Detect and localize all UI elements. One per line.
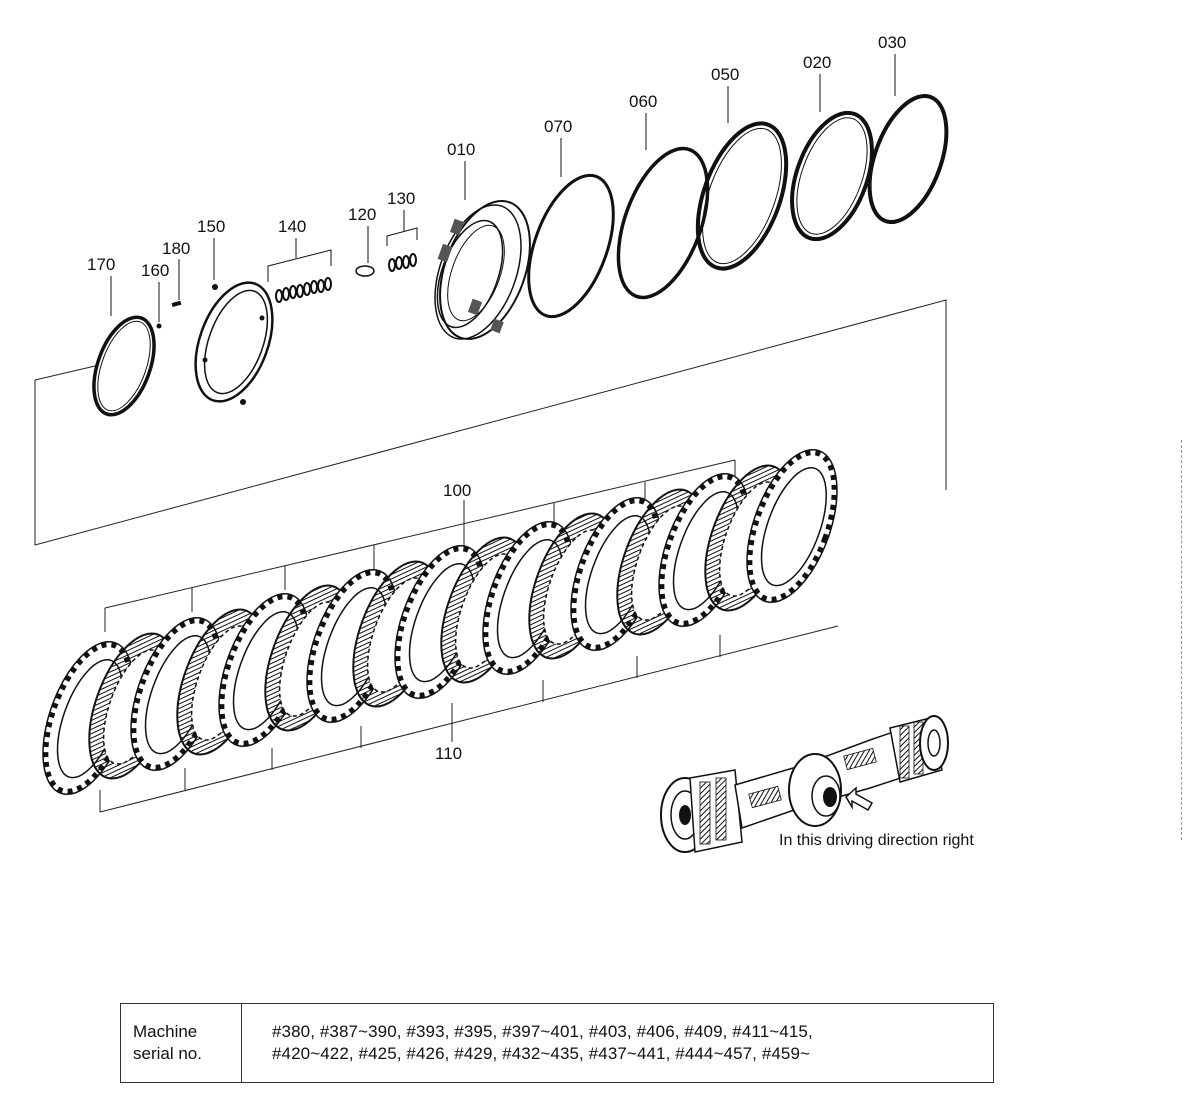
steel-plate [746,448,838,604]
serial-values-line1: #380, #387~390, #393, #395, #397~401, #4… [272,1022,813,1041]
inset-caption: In this driving direction right [779,832,974,849]
upper-leader-lines [110,54,896,322]
retaining-ring-120 [355,265,375,277]
callout-150: 150 [197,217,225,236]
pin-180 [171,300,182,307]
exploded-view-diagram: 030 020 050 060 070 010 130 120 140 150 … [34,33,974,853]
springs-130 [388,253,417,272]
springs-140 [275,277,332,303]
serial-values-line2: #420~422, #425, #426, #429, #432~435, #4… [272,1044,811,1063]
frame-link-170 [34,365,96,381]
axle-right-hub [889,715,949,783]
callout-060: 060 [629,92,657,111]
o-ring-070 [527,173,615,319]
serial-header-line1: Machine [133,1022,198,1041]
serial-header-line2: serial no. [133,1044,202,1063]
upper-assembly-frame [34,299,947,546]
axle-left-hub [660,769,743,853]
snap-ring-170 [92,315,156,417]
serial-table-values: #380, #387~390, #393, #395, #397~401, #4… [242,1004,993,1082]
callout-010: 010 [447,140,475,159]
page-edge-divider [1181,440,1182,840]
o-ring-020 [790,110,874,242]
piston-010 [434,199,531,341]
o-ring-050 [695,121,789,271]
callout-030: 030 [878,33,906,52]
callout-140: 140 [278,217,306,236]
plate-pack-bracket-110 [99,625,839,813]
callout-160: 160 [141,261,169,280]
ball-160 [156,323,162,329]
callout-110: 110 [435,744,462,763]
spring-plate-150 [194,281,274,405]
o-ring-030 [867,93,949,225]
serial-number-table: Machine serial no. #380, #387~390, #393,… [120,1003,994,1083]
callout-050: 050 [711,65,739,84]
callout-020: 020 [803,53,831,72]
callout-170: 170 [87,255,115,274]
plate-pack-bracket-100 [104,459,736,632]
serial-table-header: Machine serial no. [121,1004,242,1082]
o-ring-060 [616,146,710,300]
callout-100: 100 [443,481,471,500]
callout-120: 120 [348,205,376,224]
callout-130: 130 [387,189,415,208]
direction-arrow-icon [845,786,874,812]
callout-180: 180 [162,239,190,258]
axle-inset: In this driving direction right [660,715,974,853]
callout-070: 070 [544,117,572,136]
clutch-plate-pack [42,448,838,796]
